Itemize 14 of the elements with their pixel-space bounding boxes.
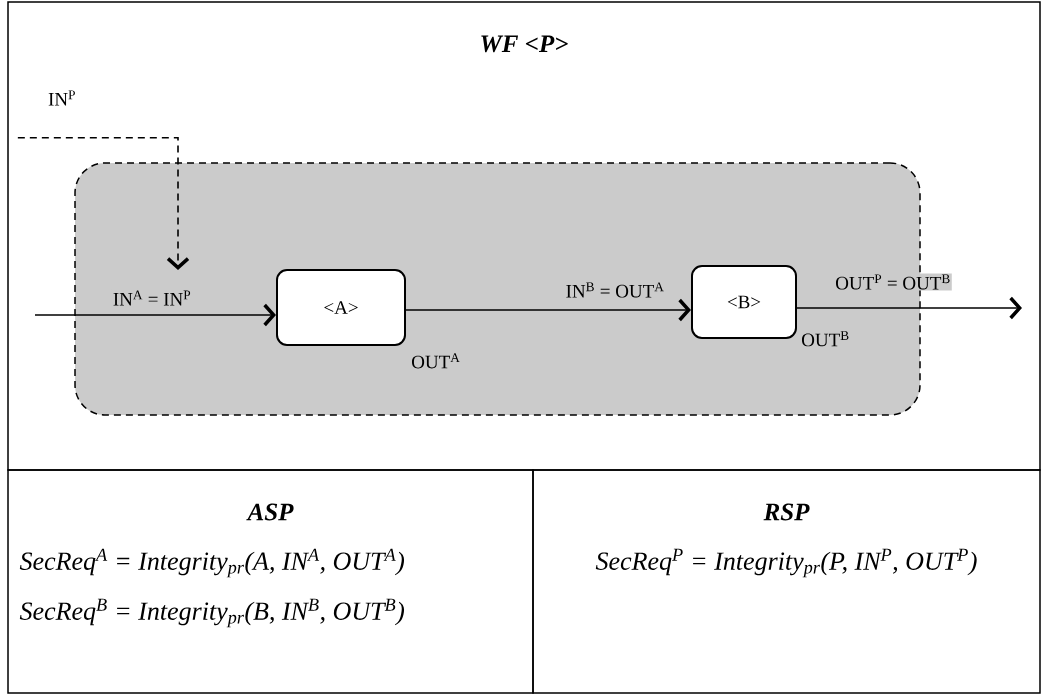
arrow [405,298,691,322]
output-label: OUT$^{B}$ [802,331,849,347]
process-box: <B> [691,265,797,339]
edge-label: IN$^{A}$ = IN$^{P}$ [111,289,193,307]
process-box: <A> [276,269,406,346]
input-label: IN$^{P}$ [48,90,75,106]
arrow [796,296,1022,320]
edge-label: OUT$^{P}$ = OUT$^{B}$ [834,273,952,291]
output-label: OUT$^{A}$ [412,353,460,369]
edge-label: IN$^{B}$ = OUT$^{A}$ [564,281,666,299]
table-cell: RSP SecReq$^{P}$ = Integrity$_{pr}$(P, IN$^{P}$, OUT$^{P}$) [532,469,1041,694]
arrow [34,303,276,327]
table-cell: ASP SecReq$^{A}$ = Integrity$_{pr}$(A, IN$^{A}$, OUT$^{A}$) SecReq$^{B}$ = Integrity$_{pr}$(B, IN$^{B}$, OUT$^{B}$) [7,469,534,694]
arrow [17,136,190,270]
